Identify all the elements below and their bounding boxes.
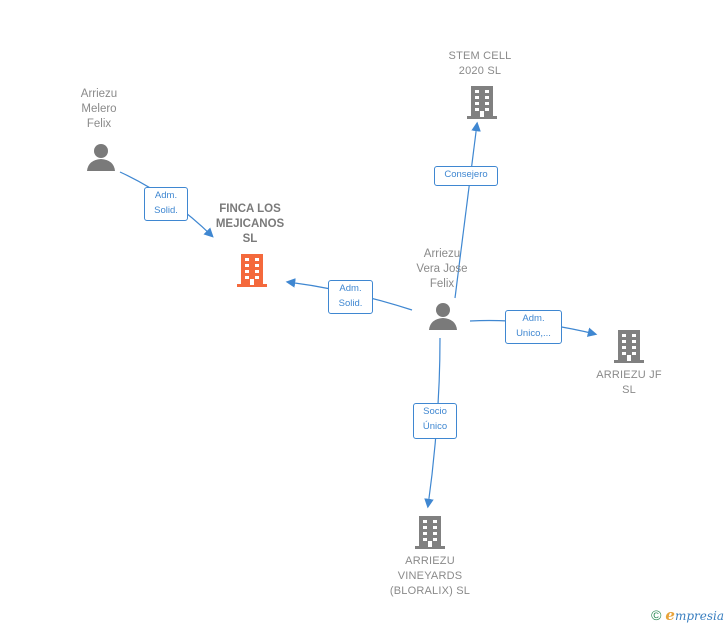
- edge-label-vera-jf: Adm. Unico,...: [505, 310, 562, 344]
- edge-label-vera-vineyards: Socio Único: [413, 403, 457, 439]
- empresia-logo: ©empresia: [651, 606, 724, 624]
- node-label-vera: Arriezu Vera Jose Felix: [416, 248, 468, 290]
- copyright-symbol: ©: [651, 607, 662, 623]
- node-label-finca: FINCA LOS MEJICANOS SL: [215, 203, 285, 245]
- brand-name: mpresia: [674, 609, 724, 623]
- person-icon[interactable]: [86, 142, 116, 172]
- edge-label-vera-stem: Consejero: [434, 166, 498, 186]
- brand-initial: e: [665, 606, 675, 624]
- edge-label-vera-finca: Adm. Solid.: [328, 280, 373, 314]
- building-icon[interactable]: [466, 85, 498, 119]
- node-label-jf: ARRIEZU JF SL: [596, 369, 662, 396]
- person-icon[interactable]: [428, 301, 458, 331]
- node-label-vineyards: ARRIEZU VINEYARDS (BLORALIX) SL: [389, 555, 471, 597]
- edge-label-melero-finca: Adm. Solid.: [144, 187, 188, 221]
- node-label-melero: Arriezu Melero Felix: [80, 88, 118, 130]
- building-icon[interactable]: [414, 515, 446, 549]
- building-icon[interactable]: [236, 253, 268, 287]
- node-label-stem: STEM CELL 2020 SL: [448, 50, 512, 77]
- edge-vera-stem: [454, 121, 481, 299]
- building-icon[interactable]: [613, 329, 645, 363]
